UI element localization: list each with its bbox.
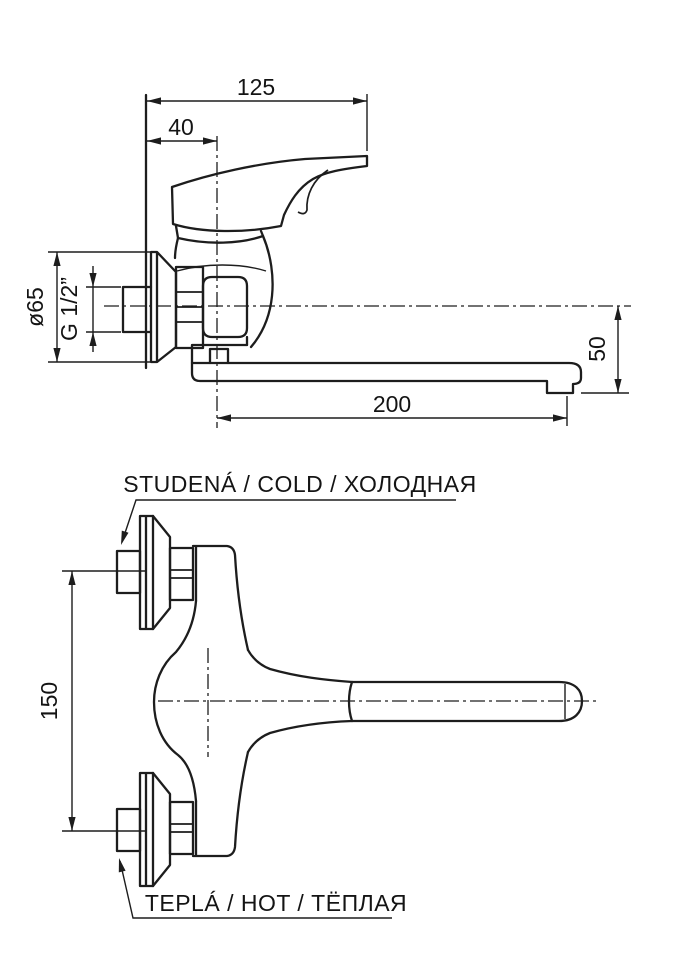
- spout-tube: [350, 680, 584, 723]
- arrowhead: [118, 858, 126, 873]
- dim-line-50: [581, 306, 629, 394]
- arrowhead: [203, 137, 217, 145]
- cold-leader-line: [121, 499, 456, 543]
- thread-nipple: [121, 285, 153, 334]
- arrowhead: [68, 571, 76, 585]
- cold-nipple: [115, 549, 142, 595]
- dim-50-text: 50: [584, 336, 610, 362]
- cold-flange-rim: [138, 514, 155, 631]
- arrowhead: [147, 97, 161, 105]
- arrowhead: [217, 414, 231, 422]
- arrowhead: [89, 273, 97, 287]
- cold-flange-cone: [151, 514, 172, 631]
- arrowhead: [353, 97, 367, 105]
- body-joint-arc: [176, 264, 267, 272]
- hot-flange-cone: [151, 771, 172, 888]
- plan-view: 150 STUDENÁ / COLD / ХОЛОДНАЯ TEPLÁ / HO…: [36, 471, 598, 919]
- dim-dia65-text: ø65: [22, 287, 48, 327]
- cold-eccentric-connector: [191, 544, 250, 652]
- cold-hex-facets: [170, 569, 193, 579]
- dim-line-125: [147, 94, 368, 151]
- arrowhead: [53, 252, 61, 266]
- body-left-edge: [173, 236, 180, 260]
- body-bottom-edge: [246, 719, 354, 754]
- hot-label: TEPLÁ / HOT / ТЁПЛАЯ: [145, 890, 407, 916]
- handle-crease-line: [297, 169, 329, 215]
- dim-40-text: 40: [168, 114, 194, 140]
- dim-g12-text: G 1/2”: [56, 277, 82, 341]
- handle-knob-outline: [152, 599, 198, 803]
- mounting-nut-facets: [176, 291, 203, 323]
- wall-flange: [149, 250, 178, 364]
- arrowhead: [147, 137, 161, 145]
- cold-inlet: [115, 514, 250, 652]
- arrowhead: [553, 414, 567, 422]
- arrowhead: [614, 306, 622, 320]
- hot-eccentric-connector: [191, 750, 250, 858]
- hot-flange-rim: [138, 771, 155, 888]
- cold-label: STUDENÁ / COLD / ХОЛОДНАЯ: [123, 471, 476, 497]
- handle-lever-outline: [170, 154, 369, 233]
- hot-inlet: [115, 750, 250, 888]
- dim-125-text: 125: [237, 74, 275, 100]
- dim-line-200: [217, 396, 568, 426]
- knob-tube-boundary: [347, 680, 354, 723]
- hot-hex-facets: [170, 823, 193, 833]
- arrowhead: [614, 379, 622, 393]
- dim-line-dia65: [48, 251, 150, 363]
- arrowhead: [121, 530, 129, 545]
- arrowhead: [89, 332, 97, 346]
- hot-nipple: [115, 807, 142, 853]
- dim-line-150: [62, 570, 146, 832]
- body-top-edge: [246, 648, 354, 684]
- cold-hex-nut: [168, 546, 195, 602]
- dim-200-text: 200: [373, 391, 411, 417]
- hot-leader-line: [119, 860, 392, 919]
- arrowhead: [53, 348, 61, 362]
- arrowhead: [68, 817, 76, 831]
- hot-hex-nut: [168, 800, 195, 856]
- body-right-edge: [249, 234, 274, 349]
- dim-150-text: 150: [36, 682, 62, 720]
- mounting-nut: [174, 265, 205, 350]
- spout-collar: [190, 343, 249, 365]
- escutcheon-plate: [201, 275, 249, 347]
- side-view: 125 40 ø65 G 1/2” 50 200: [22, 74, 631, 428]
- spout: [190, 361, 583, 395]
